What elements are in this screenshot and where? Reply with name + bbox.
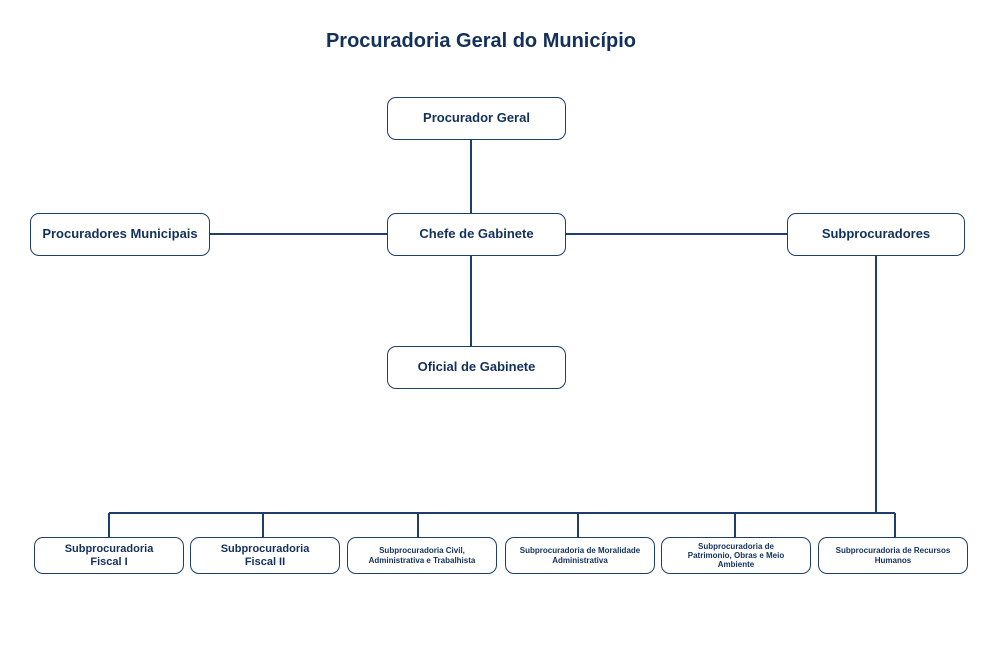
node-subprocuradoria-fiscal-1: Subprocuradoria Fiscal I (34, 537, 184, 574)
node-subprocuradoria-patrimonio: Subprocuradoria de Patrimonio, Obras e M… (661, 537, 811, 574)
node-subprocuradoria-civil: Subprocuradoria Civil, Administrativa e … (347, 537, 497, 574)
node-chefe-gabinete: Chefe de Gabinete (387, 213, 566, 256)
node-procuradores-municipais: Procuradores Municipais (30, 213, 210, 256)
chart-title: Procuradoria Geral do Município (325, 30, 637, 52)
node-procurador-geral: Procurador Geral (387, 97, 566, 140)
node-subprocuradores: Subprocuradores (787, 213, 965, 256)
node-label: Subprocuradoria de Recursos Humanos (835, 546, 951, 565)
node-label: Subprocuradoria Fiscal I (64, 542, 154, 568)
node-label: Subprocuradoria de Patrimonio, Obras e M… (687, 541, 785, 570)
node-label: Subprocuradoria Fiscal II (220, 542, 310, 568)
node-label: Subprocuradores (821, 226, 931, 242)
node-label: Procuradores Municipais (42, 226, 198, 242)
node-subprocuradoria-moralidade: Subprocuradoria de Moralidade Administra… (505, 537, 655, 574)
node-label: Subprocuradoria de Moralidade Administra… (519, 546, 641, 565)
node-oficial-gabinete: Oficial de Gabinete (387, 346, 566, 389)
node-label: Oficial de Gabinete (417, 359, 536, 375)
node-label: Subprocuradoria Civil, Administrativa e … (368, 546, 476, 565)
node-label: Chefe de Gabinete (419, 226, 534, 242)
node-subprocuradoria-fiscal-2: Subprocuradoria Fiscal II (190, 537, 340, 574)
node-subprocuradoria-recursos-humanos: Subprocuradoria de Recursos Humanos (818, 537, 968, 574)
node-label: Procurador Geral (423, 110, 530, 126)
